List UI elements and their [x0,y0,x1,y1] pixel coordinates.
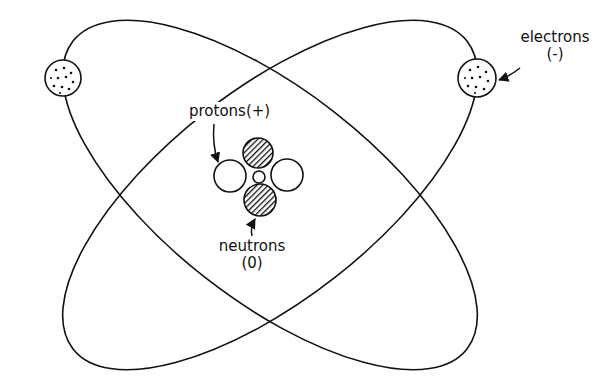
part-label: protons(+) [186,102,273,121]
leader-arrow [251,219,255,236]
leader-arrow [214,124,219,162]
neutron [244,184,276,216]
electron [458,59,496,97]
leader-arrow [499,68,520,80]
part-label: neutrons (0) [206,237,298,274]
part-label: electrons (-) [514,28,596,65]
proton [214,160,246,192]
electron [45,60,81,96]
electron-orbit [8,0,531,381]
proton [271,159,303,191]
electron-orbit [8,0,531,381]
neutron [243,138,273,168]
nucleus-center [253,171,265,183]
